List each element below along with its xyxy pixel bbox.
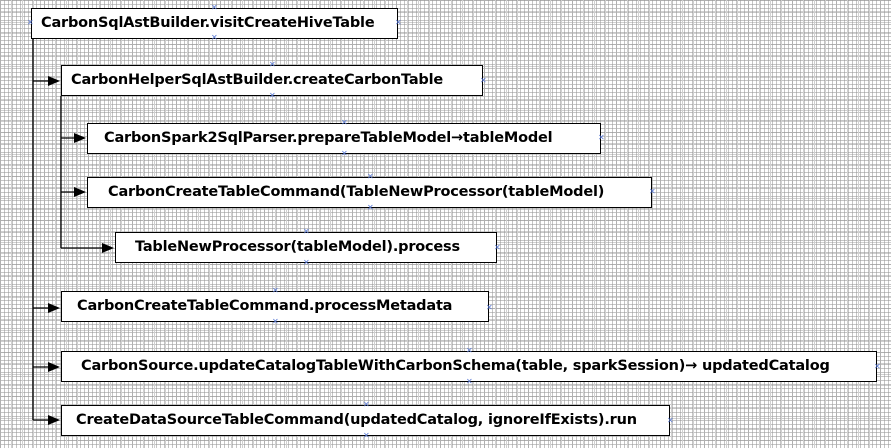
arrow-n4 (102, 243, 114, 253)
arrow-n7 (48, 415, 60, 425)
node-carbon-create-table-command[interactable]: CarbonCreateTableCommand(TableNewProcess… (87, 177, 652, 208)
arrow-n1 (48, 76, 60, 86)
node-create-data-source-table-command[interactable]: CreateDataSourceTableCommand(updatedCata… (61, 405, 670, 436)
arrow-n2 (74, 133, 86, 143)
node-create-carbon-table[interactable]: CarbonHelperSqlAstBuilder.createCarbonTa… (61, 65, 483, 96)
arrow-n3 (74, 187, 86, 197)
node-process-metadata[interactable]: CarbonCreateTableCommand.processMetadata (61, 291, 489, 322)
node-prepare-table-model[interactable]: CarbonSpark2SqlParser.prepareTableModel→… (87, 123, 601, 154)
node-update-catalog-table[interactable]: CarbonSource.updateCatalogTableWithCarbo… (61, 351, 877, 382)
arrow-n6 (48, 362, 60, 372)
node-visit-create-hive-table[interactable]: CarbonSqlAstBuilder.visitCreateHiveTable (31, 8, 398, 39)
node-table-new-processor-process[interactable]: TableNewProcessor(tableModel).process (115, 232, 497, 263)
arrow-n5 (48, 303, 60, 313)
